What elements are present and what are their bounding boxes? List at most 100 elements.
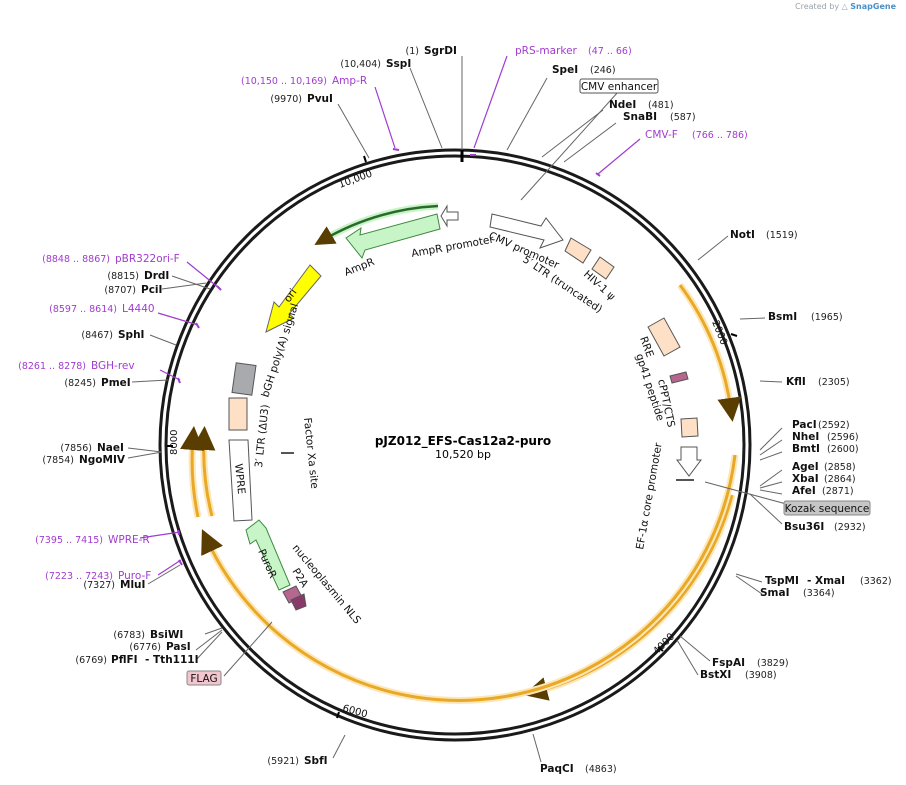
rre-box xyxy=(647,317,681,357)
label-factor-xa: Factor Xa site xyxy=(301,417,320,489)
primer-labels: pRS-marker (47 .. 66) (10,150 .. 10,169)… xyxy=(18,45,748,582)
enzyme-name: BsiWI xyxy=(150,629,183,641)
enzyme-pos: (2871) xyxy=(822,486,854,497)
enzyme-name: NgoMIV xyxy=(79,454,126,466)
primer-pos: (8597 .. 8614) xyxy=(49,304,117,315)
wpre-box xyxy=(228,439,253,522)
primer-pos: (7395 .. 7415) xyxy=(35,535,103,546)
enzyme-name: SmaI xyxy=(760,587,790,599)
enzyme-name: NheI xyxy=(792,431,819,443)
primer-name: L4440 xyxy=(122,303,155,315)
flag-tag: FLAG xyxy=(186,670,222,686)
credit-prefix: Created by xyxy=(795,2,840,11)
primer-name: BGH-rev xyxy=(91,360,135,372)
enzyme-pos: (7327) xyxy=(83,580,115,591)
enzyme-pos: (8467) xyxy=(81,330,113,341)
enzyme-name: SgrDI xyxy=(424,45,457,57)
primer-pos: (766 .. 786) xyxy=(692,130,748,141)
enzyme-pos: (587) xyxy=(670,112,696,123)
enzyme-name: SnaBI xyxy=(623,111,657,123)
gp41-box xyxy=(669,371,689,384)
ori-arrow xyxy=(265,264,322,333)
bgh-polya-box xyxy=(231,362,257,396)
enzyme-pos: (2858) xyxy=(824,462,856,473)
enzyme-pos: (1) xyxy=(406,46,419,57)
primer-pos: (47 .. 66) xyxy=(588,46,632,57)
enzyme-name: NotI xyxy=(730,229,755,241)
enzyme-pos: (7856) xyxy=(60,443,92,454)
label-ltr3: 3′ LTR (ΔU3) xyxy=(253,404,272,469)
enzyme-pos: (2864) xyxy=(824,474,856,485)
cmv-enhancer-tag: CMV enhancer xyxy=(579,78,659,94)
enzyme-pos: (6776) xyxy=(129,642,161,653)
ampr-arrow xyxy=(345,213,441,259)
efs-promoter-arrow xyxy=(676,446,702,477)
enzyme-pos: (8815) xyxy=(107,271,139,282)
enzyme-pos: (481) xyxy=(648,100,674,111)
kozak-tag: Kozak sequence xyxy=(783,500,871,516)
hiv-psi-box xyxy=(591,256,615,280)
label-ampr-promoter: AmpR promoter xyxy=(410,234,495,260)
cmv-promoter-arrow xyxy=(489,213,564,249)
enzyme-name: SpeI xyxy=(552,64,578,76)
enzyme-name: PmeI xyxy=(101,377,131,389)
cmv-enhancer-label: CMV enhancer xyxy=(581,81,658,93)
enzyme-name: - Tth111I xyxy=(145,654,199,666)
primer-pos: (10,150 .. 10,169) xyxy=(241,76,327,87)
enzyme-labels: (1) SgrDI (10,404) SspI (9970) PvuI SpeI… xyxy=(42,45,891,775)
enzyme-name: NdeI xyxy=(609,99,636,111)
ltr5-box xyxy=(564,237,592,264)
snapgene-credit: Created by △ SnapGene xyxy=(795,2,896,11)
enzyme-name: AfeI xyxy=(792,485,816,497)
cas12a2-orf xyxy=(180,202,742,704)
enzyme-name: BsmI xyxy=(768,311,797,323)
ampr-promoter-arrow xyxy=(440,204,459,228)
puror-arrow xyxy=(245,519,291,591)
enzyme-pos: (8707) xyxy=(104,285,136,296)
primer-name: pBR322ori-F xyxy=(115,253,180,265)
enzyme-pos: (2600) xyxy=(827,444,859,455)
enzyme-name: - XmaI xyxy=(807,575,845,587)
enzyme-name: BstXI xyxy=(700,669,731,681)
primer-site-marks xyxy=(177,148,601,566)
ring-ticks xyxy=(167,155,738,719)
primer-pos: (8261 .. 8278) xyxy=(18,361,86,372)
enzyme-name: KflI xyxy=(786,376,806,388)
enzyme-pos: (3362) xyxy=(860,576,892,587)
enzyme-pos: (6783) xyxy=(113,630,145,641)
plasmid-name: pJZ012_EFS-Cas12a2-puro xyxy=(375,434,551,449)
enzyme-name: FspAI xyxy=(712,657,745,669)
enzyme-pos: (10,404) xyxy=(340,59,381,70)
flag-label: FLAG xyxy=(190,673,217,685)
enzyme-name: PaqCI xyxy=(540,763,574,775)
primer-pos: (8848 .. 8867) xyxy=(42,254,110,265)
enzyme-name: PflFI xyxy=(111,654,138,666)
primer-name: Amp-R xyxy=(332,75,367,87)
primer-name: pRS-marker xyxy=(515,45,578,57)
nls-box xyxy=(290,593,307,611)
kozak-label: Kozak sequence xyxy=(785,503,870,515)
plasmid-length: 10,520 bp xyxy=(435,448,491,461)
enzyme-name: PasI xyxy=(166,641,191,653)
enzyme-pos: (1519) xyxy=(766,230,798,241)
enzyme-pos: (5921) xyxy=(267,756,299,767)
ltr3-box xyxy=(228,397,248,431)
enzyme-pos: (3829) xyxy=(757,658,789,669)
primer-name: Puro-F xyxy=(118,570,151,582)
snapgene-logo-icon: △ xyxy=(841,2,848,11)
enzyme-pos: (2305) xyxy=(818,377,850,388)
primer-lines xyxy=(139,55,641,576)
enzyme-pos: (8245) xyxy=(64,378,96,389)
enzyme-name: TspMI xyxy=(765,575,799,587)
enzyme-pos: (246) xyxy=(590,65,616,76)
primer-name: CMV-F xyxy=(645,129,678,141)
primer-name: WPRE-R xyxy=(108,534,150,546)
label-efs: EF-1α core promoter xyxy=(634,441,665,550)
enzyme-pos: (3364) xyxy=(803,588,835,599)
enzyme-pos: (1965) xyxy=(811,312,843,323)
backbone-inner xyxy=(164,154,746,736)
enzyme-name: BmtI xyxy=(792,443,820,455)
label-wpre: WPRE xyxy=(232,463,247,495)
leader-lines xyxy=(127,56,791,763)
